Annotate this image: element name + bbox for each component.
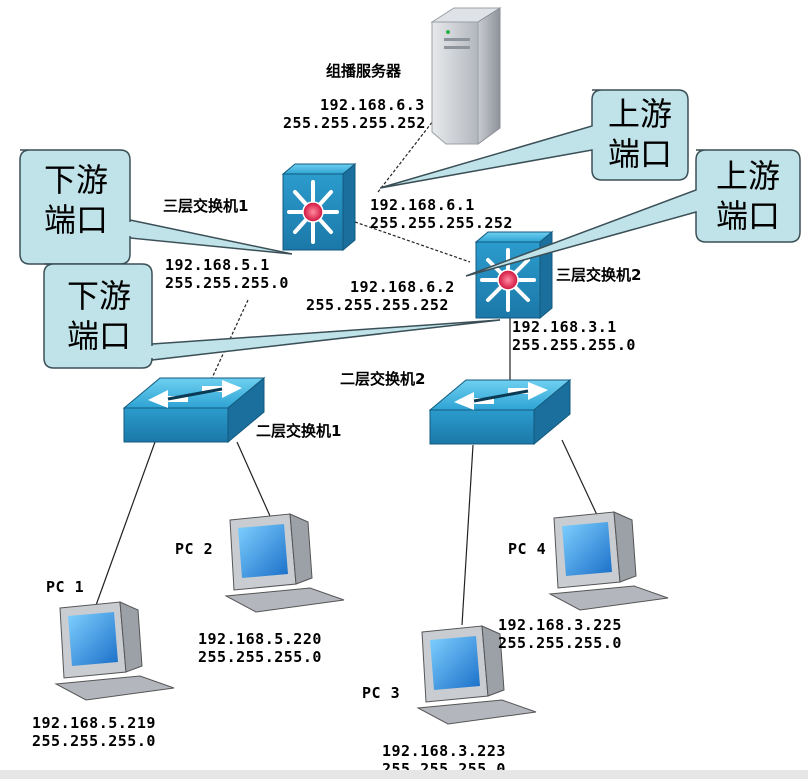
- server-mask: 255.255.255.252: [283, 114, 426, 132]
- callout-downstream2: 下游 端口: [52, 276, 146, 356]
- callout-downstream1-line1: 下游: [43, 161, 108, 199]
- l3-switch2-up-mask: 255.255.255.252: [306, 296, 449, 314]
- link-l3sw1-l3sw2: [354, 221, 471, 263]
- server-icon: [430, 7, 502, 145]
- l3-switch1-up-mask: 255.255.255.252: [370, 214, 513, 232]
- pc2-mask: 255.255.255.0: [198, 648, 322, 666]
- l3-switch2-icon: [474, 230, 554, 320]
- bottom-divider: [0, 770, 808, 779]
- callout-downstream1-line2: 端口: [43, 201, 108, 239]
- l3-switch1-icon: [281, 162, 357, 252]
- pc3-icon: [416, 625, 537, 725]
- callout-downstream2-line1: 下游: [66, 277, 131, 315]
- callout-upstream2-line2: 端口: [715, 197, 780, 235]
- callout-upstream1-shape: [379, 89, 689, 189]
- l2-switch2-icon: [428, 378, 572, 446]
- links: [94, 111, 598, 626]
- link-l2sw1-pc1: [94, 441, 156, 609]
- callout-upstream1-line1: 上游: [607, 95, 672, 133]
- pc2-name: PC 2: [175, 540, 214, 558]
- pc3-name: PC 3: [362, 684, 401, 702]
- link-server-l3sw1: [377, 111, 441, 193]
- callout-upstream2: 上游 端口: [704, 156, 792, 236]
- callout-upstream2-line1: 上游: [715, 157, 780, 195]
- pc1-icon: [54, 601, 175, 701]
- pc1-mask: 255.255.255.0: [32, 732, 156, 750]
- l3-switch1-name: 三层交换机1: [163, 197, 249, 215]
- l3-switch2-down-ip: 192.168.3.1: [512, 318, 617, 336]
- link-l2sw2-pc4: [561, 439, 598, 516]
- pc3-ip: 192.168.3.223: [382, 742, 506, 760]
- pc4-icon: [548, 511, 669, 611]
- l3-switch2-name: 三层交换机2: [556, 266, 642, 284]
- link-l2sw2-pc3: [461, 444, 474, 626]
- link-l2sw1-pc2: [236, 441, 271, 517]
- pc2-icon: [224, 513, 345, 613]
- callout-downstream1: 下游 端口: [28, 160, 124, 240]
- l3-switch2-down-mask: 255.255.255.0: [512, 336, 636, 354]
- server-name: 组播服务器: [326, 62, 402, 80]
- l3-switch1-down-ip: 192.168.5.1: [165, 256, 270, 274]
- pc1-ip: 192.168.5.219: [32, 714, 156, 732]
- callout-upstream1-line2: 端口: [607, 135, 672, 173]
- pc1-name: PC 1: [46, 578, 85, 596]
- l3-switch2-up-ip: 192.168.6.2: [350, 278, 455, 296]
- callout-upstream1: 上游 端口: [598, 94, 682, 174]
- callout-downstream2-line2: 端口: [66, 317, 131, 355]
- l3-switch1-down-mask: 255.255.255.0: [165, 274, 289, 292]
- server-ip: 192.168.6.3: [320, 96, 425, 114]
- pc4-name: PC 4: [508, 540, 547, 558]
- l2-switch1-icon: [122, 376, 266, 444]
- pc4-ip: 192.168.3.225: [498, 616, 622, 634]
- pc4-mask: 255.255.255.0: [498, 634, 622, 652]
- pc2-ip: 192.168.5.220: [198, 630, 322, 648]
- l2-switch1-name: 二层交换机1: [256, 422, 342, 440]
- l2-switch2-name: 二层交换机2: [340, 370, 426, 388]
- callout-upstream2-shape: [465, 149, 801, 277]
- l3-switch1-up-ip: 192.168.6.1: [370, 196, 475, 214]
